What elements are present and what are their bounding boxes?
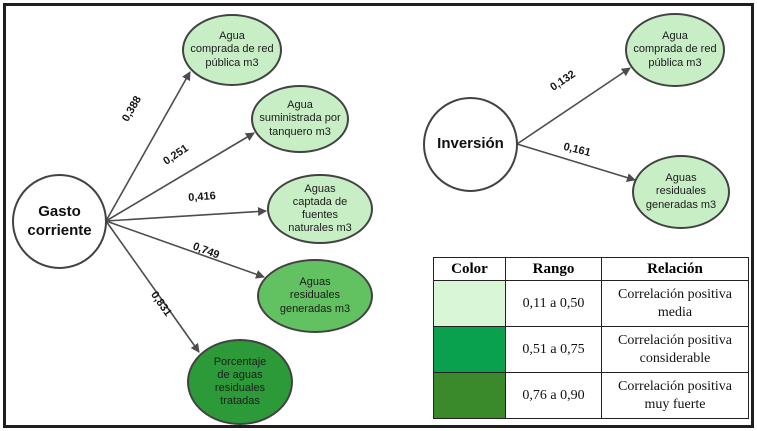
node-agua-comprada-red-publica: Agua comprada de red pública m3 (182, 14, 282, 86)
legend-swatch-light-green (433, 280, 506, 327)
node-agua-comprada-red-publica-inv: Agua comprada de red pública m3 (625, 13, 725, 87)
edge-arrow-gasto-porcentaje (105, 220, 200, 353)
node-aguas-captada-label: Aguas captada de fuentes naturales m3 (288, 182, 352, 235)
edge-arrow-gasto-captada (105, 207, 267, 222)
edge-arrow-gasto-tanquero (105, 132, 255, 222)
node-agua-suministrada-label: Agua suministrada por tanquero m3 (259, 99, 341, 138)
node-aguas-residuales-generadas: Aguas residuales generadas m3 (257, 259, 373, 333)
legend-header-color: Color (433, 257, 506, 281)
edge-arrow-inversion-residuales (516, 143, 636, 182)
edge-arrow-gasto-comprada (105, 71, 191, 222)
legend-header-rango: Rango (505, 257, 602, 281)
edge-arrow-inversion-comprada (516, 67, 631, 145)
node-agua-suministrada-tanquero: Agua suministrada por tanquero m3 (251, 85, 349, 153)
node-agua-comprada-inv-label: Agua comprada de red pública m3 (633, 30, 717, 69)
legend-relation-media: Correlación positiva media (601, 280, 749, 327)
legend-header-relacion: Relación (601, 257, 749, 281)
legend-row-muy-fuerte: 0,76 a 0,90 Correlación positiva muy fue… (433, 372, 749, 419)
legend-swatch-medium-green (433, 326, 506, 373)
node-aguas-residuales-label: Aguas residuales generadas m3 (279, 276, 351, 315)
edge-arrow-gasto-residuales (105, 220, 265, 279)
node-porcentaje-aguas-tratadas: Porcentaje de aguas residuales tratadas (187, 339, 293, 425)
node-gasto-corriente: Gasto corriente (12, 174, 107, 269)
legend-row-considerable: 0,51 a 0,75 Correlación positiva conside… (433, 326, 749, 373)
legend-range-media: 0,11 a 0,50 (505, 280, 602, 327)
legend-range-muy-fuerte: 0,76 a 0,90 (505, 372, 602, 419)
node-aguas-residuales-inv-label: Aguas residuales generadas m3 (645, 172, 717, 211)
legend-table: Color Rango Relación 0,11 a 0,50 Correla… (433, 257, 749, 419)
legend-relation-considerable: Correlación positiva considerable (601, 326, 749, 373)
legend-swatch-dark-green (433, 372, 506, 419)
node-inversion-label: Inversión (437, 135, 504, 153)
node-gasto-corriente-label: Gasto corriente (27, 202, 92, 239)
legend-header-row: Color Rango Relación (433, 257, 749, 281)
legend-row-media: 0,11 a 0,50 Correlación positiva media (433, 280, 749, 327)
node-aguas-residuales-generadas-inv: Aguas residuales generadas m3 (632, 155, 730, 229)
legend-relation-muy-fuerte: Correlación positiva muy fuerte (601, 372, 749, 419)
node-aguas-captada-fuentes: Aguas captada de fuentes naturales m3 (267, 174, 373, 244)
node-inversion: Inversión (423, 97, 518, 192)
legend-range-considerable: 0,51 a 0,75 (505, 326, 602, 373)
edge-weight-gasto-captada: 0,416 (187, 190, 217, 204)
node-porcentaje-label: Porcentaje de aguas residuales tratadas (213, 355, 267, 408)
node-agua-comprada-label: Agua comprada de red pública m3 (190, 30, 274, 69)
